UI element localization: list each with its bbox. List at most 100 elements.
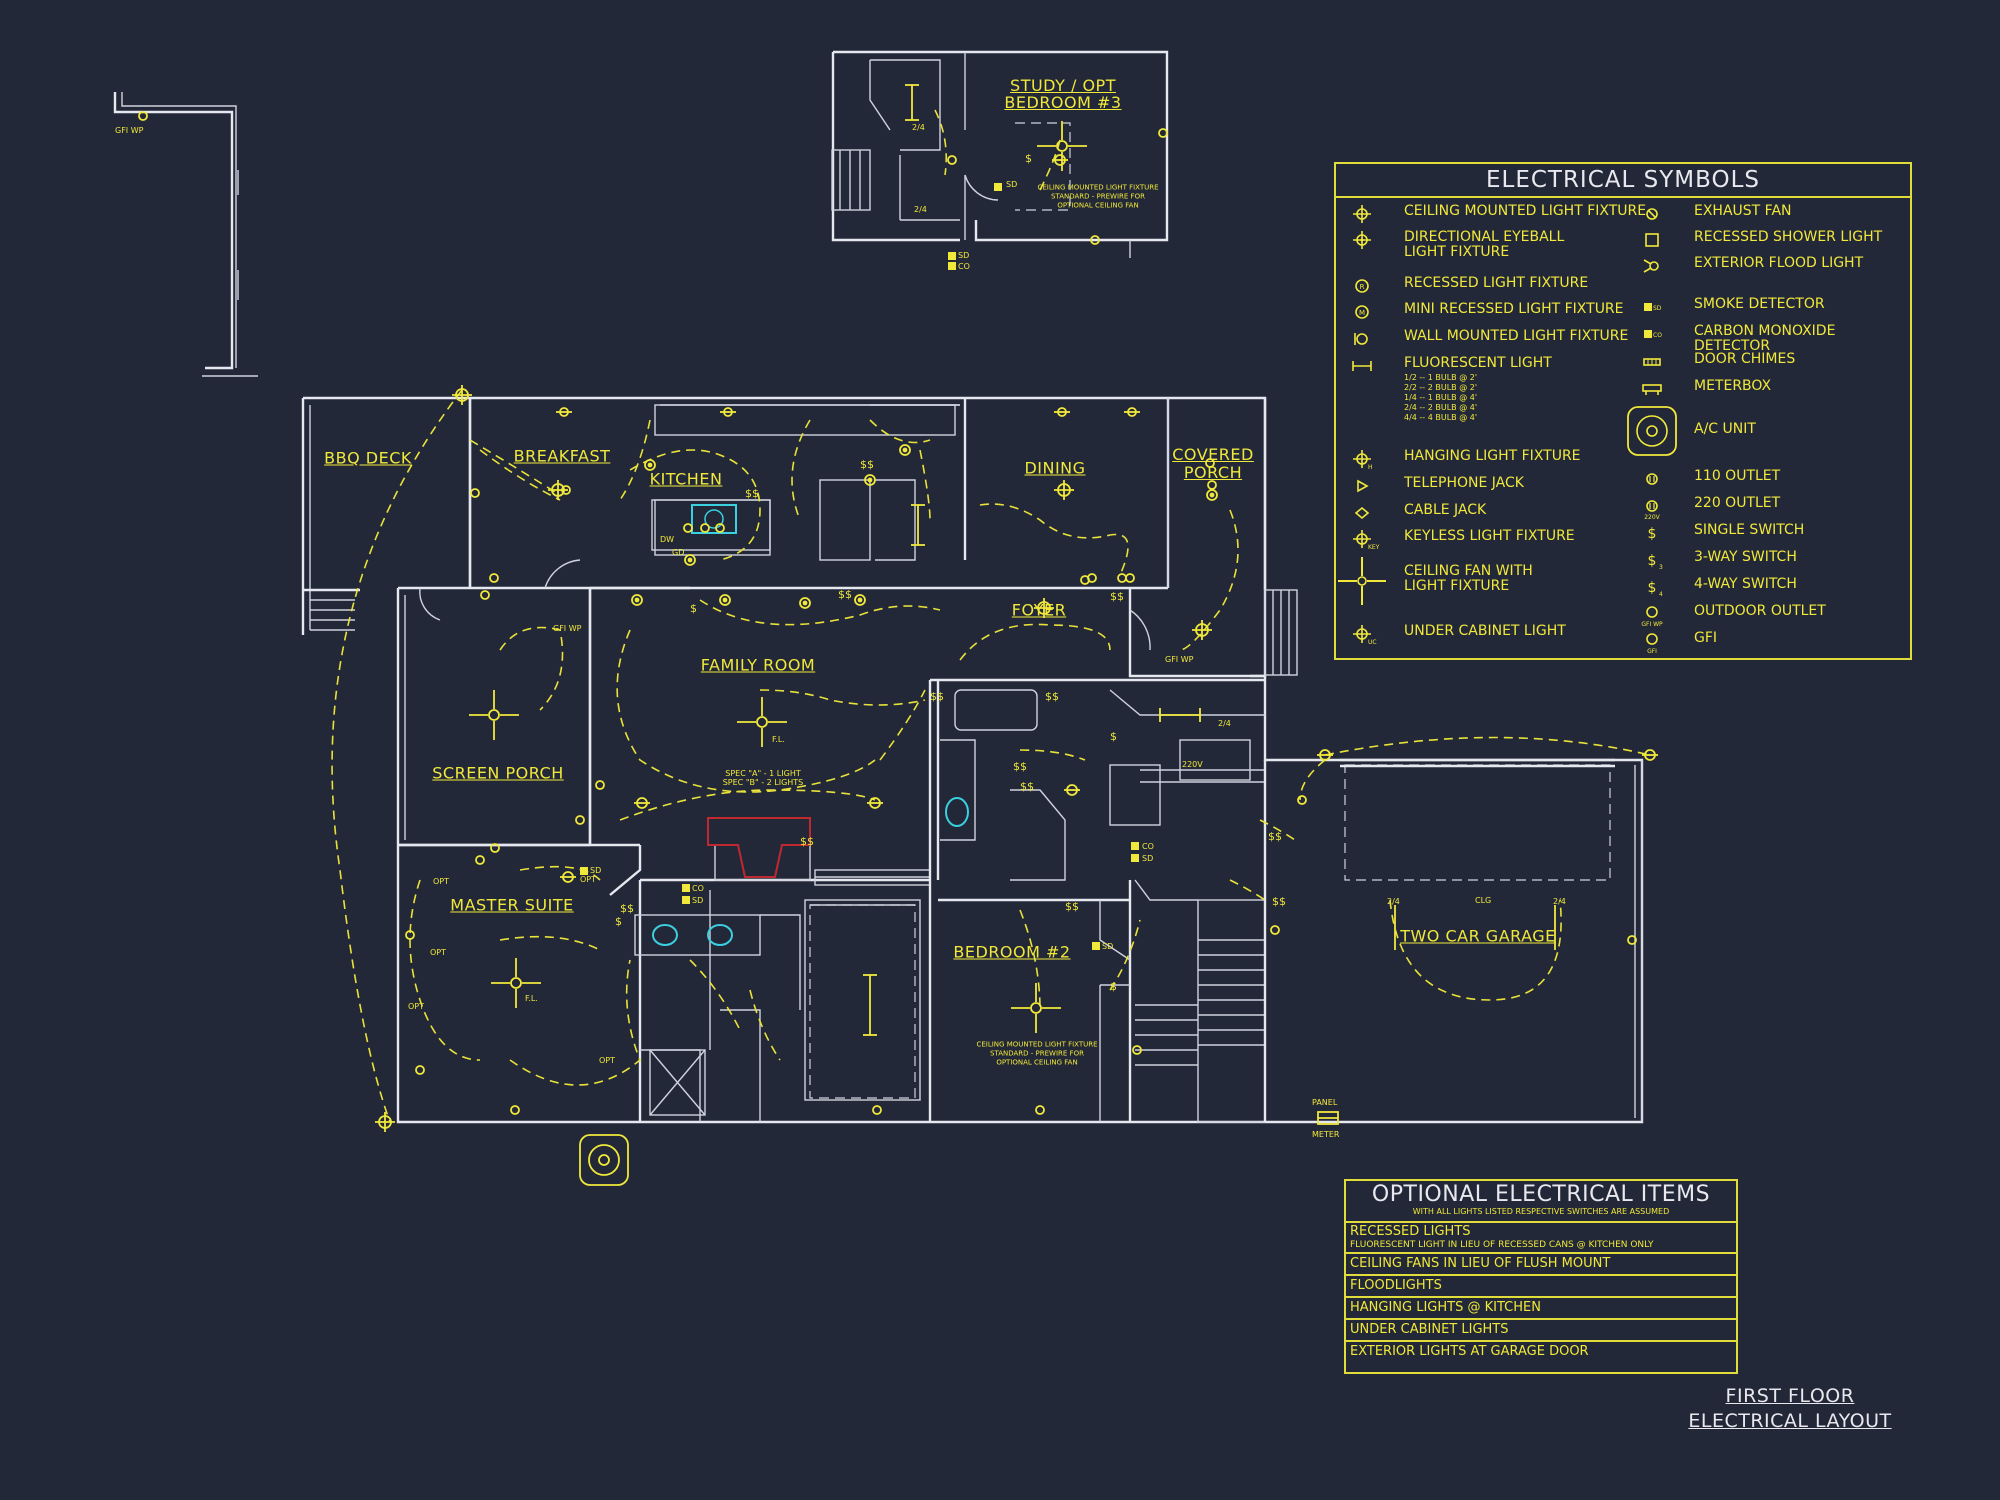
svg-text:M: M	[1359, 309, 1365, 317]
legend-label: A/C UNIT	[1694, 421, 1756, 437]
legend-row: R RECESSED LIGHT FIXTURE	[1342, 276, 1588, 296]
svg-text:CO: CO	[1653, 332, 1662, 339]
meterbox-icon	[1632, 379, 1672, 399]
optional-item-label: RECESSED LIGHTS	[1350, 1224, 1471, 1239]
room-label-bedroom-2: BEDROOM #2	[953, 942, 1071, 962]
recessed-light-icon: R	[1342, 276, 1382, 296]
gfi-icon: GFI	[1632, 631, 1672, 655]
room-label-breakfast: BREAKFAST	[513, 446, 611, 466]
mini-recessed-light-icon: M	[1342, 302, 1382, 322]
optional-item-sublabel: FLUORESCENT LIGHT IN LIEU OF RECESSED CA…	[1350, 1240, 1654, 1250]
flood-light-icon	[1632, 256, 1672, 276]
room-label-master-suite: MASTER SUITE	[450, 895, 574, 915]
gfi-wp-label-3: GFI WP	[1165, 655, 1194, 664]
svg-text:$$: $$	[860, 458, 874, 471]
legend-label: FLUORESCENT LIGHT	[1404, 355, 1552, 371]
optional-subtitle: WITH ALL LIGHTS LISTED RESPECTIVE SWITCH…	[1346, 1207, 1736, 1223]
v220-label: 220V	[1182, 760, 1203, 769]
legend-title: ELECTRICAL SYMBOLS	[1336, 164, 1910, 198]
svg-text:$$: $$	[1013, 760, 1027, 773]
opt-label-1: OPT	[433, 877, 450, 886]
svg-text:$: $	[1648, 553, 1657, 569]
legend-label: OUTDOOR OUTLET	[1694, 603, 1826, 619]
single-switch-icon: $	[1632, 523, 1672, 543]
room-label-kitchen: KITCHEN	[649, 469, 723, 489]
svg-text:220V: 220V	[1644, 514, 1660, 521]
legend-row: EXTERIOR FLOOD LIGHT	[1632, 256, 1863, 276]
co-detector-icon: CO	[1632, 324, 1672, 344]
legend-row: CO CARBON MONOXIDE DETECTOR	[1632, 324, 1910, 354]
sd-label-1: SD	[1006, 180, 1018, 189]
svg-text:$: $	[1110, 980, 1117, 993]
room-label-screen-porch: SCREEN PORCH	[432, 763, 564, 783]
co-label-2: CO	[1142, 842, 1154, 851]
panel-label: PANEL	[1312, 1098, 1338, 1107]
legend-row: CEILING FAN WITH LIGHT FIXTURE	[1338, 556, 1533, 606]
fraction-label-3: 2/4	[1387, 897, 1400, 906]
ac-unit-icon	[1627, 406, 1677, 456]
legend-label: CEILING MOUNTED LIGHT FIXTURE	[1404, 203, 1647, 219]
fl-label-1: F.L.	[772, 735, 785, 744]
legend-row: A/C UNIT	[1627, 406, 1756, 456]
exhaust-fan-icon	[1632, 204, 1672, 224]
eyeball-light-icon	[1342, 230, 1382, 250]
opt-label-2: OPT	[580, 875, 597, 884]
legend-row: 220V 220 OUTLET	[1632, 495, 1781, 522]
legend-label: 110 OUTLET	[1694, 468, 1781, 484]
legend-label: GFI	[1694, 630, 1718, 646]
outdoor-outlet-icon: GFI WP	[1632, 604, 1672, 628]
fl-label-2: F.L.	[525, 994, 538, 1003]
main-plan-walls	[301, 396, 1644, 1124]
optional-item-label: HANGING LIGHTS @ KITCHEN	[1350, 1300, 1541, 1315]
svg-text:GFI WP: GFI WP	[1641, 621, 1663, 628]
legend-label: TELEPHONE JACK	[1404, 475, 1524, 491]
circuit-runs	[331, 109, 1651, 1123]
smoke-detector-icon: SD	[1632, 297, 1672, 317]
ceiling-fan-icon	[1338, 556, 1386, 606]
legend-label: DIRECTIONAL EYEBALL LIGHT FIXTURE	[1404, 229, 1565, 260]
legend-label: SINGLE SWITCH	[1694, 522, 1805, 538]
sd-label-3: SD	[1142, 854, 1154, 863]
legend-label: 220 OUTLET	[1694, 495, 1781, 511]
fraction-label-1: 2/4	[912, 123, 925, 132]
legend-row: WALL MOUNTED LIGHT FIXTURE	[1342, 329, 1628, 349]
optional-item-label: UNDER CABINET LIGHTS	[1350, 1322, 1509, 1337]
legend-label: CABLE JACK	[1404, 502, 1487, 518]
optional-electrical-items-table: OPTIONAL ELECTRICAL ITEMS WITH ALL LIGHT…	[1344, 1179, 1738, 1374]
svg-text:GFI: GFI	[1647, 648, 1657, 655]
electrical-symbols-legend: ELECTRICAL SYMBOLS CEILING MOUNTED LIGHT…	[1334, 162, 1912, 660]
legend-label: UNDER CABINET LIGHT	[1404, 623, 1566, 639]
svg-text:$: $	[1025, 152, 1032, 165]
legend-label: RECESSED LIGHT FIXTURE	[1404, 275, 1589, 291]
legend-label: WALL MOUNTED LIGHT FIXTURE	[1404, 328, 1629, 344]
room-label-family-room: FAMILY ROOM	[700, 655, 816, 675]
legend-label: CEILING FAN WITH LIGHT FIXTURE	[1404, 563, 1533, 594]
room-label-foyer: FOYER	[1011, 600, 1067, 620]
sd-label-5: SD	[1102, 942, 1114, 951]
optional-item-row: EXTERIOR LIGHTS AT GARAGE DOOR	[1346, 1342, 1736, 1362]
wall-light-icon	[1342, 329, 1382, 349]
legend-label: 4-WAY SWITCH	[1694, 576, 1797, 592]
optional-item-label: FLOODLIGHTS	[1350, 1278, 1442, 1293]
legend-label: EXHAUST FAN	[1694, 203, 1792, 219]
cable-jack-icon	[1342, 503, 1382, 523]
sd-label-4: SD	[692, 896, 704, 905]
svg-text:3: 3	[1659, 564, 1663, 571]
optional-title: OPTIONAL ELECTRICAL ITEMS	[1371, 1182, 1711, 1207]
fraction-label-2: 2/4	[914, 205, 927, 214]
dw-label: DW	[660, 535, 675, 544]
gfi-wp-label-2: GFI WP	[553, 624, 582, 633]
legend-label: SMOKE DETECTOR	[1694, 296, 1825, 312]
legend-label: CARBON MONOXIDE DETECTOR	[1694, 323, 1836, 354]
legend-row: CEILING MOUNTED LIGHT FIXTURE	[1342, 204, 1646, 224]
svg-text:$$: $$	[1020, 780, 1034, 793]
svg-text:$$: $$	[620, 902, 634, 915]
legend-label: KEYLESS LIGHT FIXTURE	[1404, 528, 1575, 544]
ceiling-fan-marks	[469, 121, 1087, 1033]
legend-row: SD SMOKE DETECTOR	[1632, 297, 1825, 317]
svg-text:4: 4	[1659, 591, 1663, 598]
